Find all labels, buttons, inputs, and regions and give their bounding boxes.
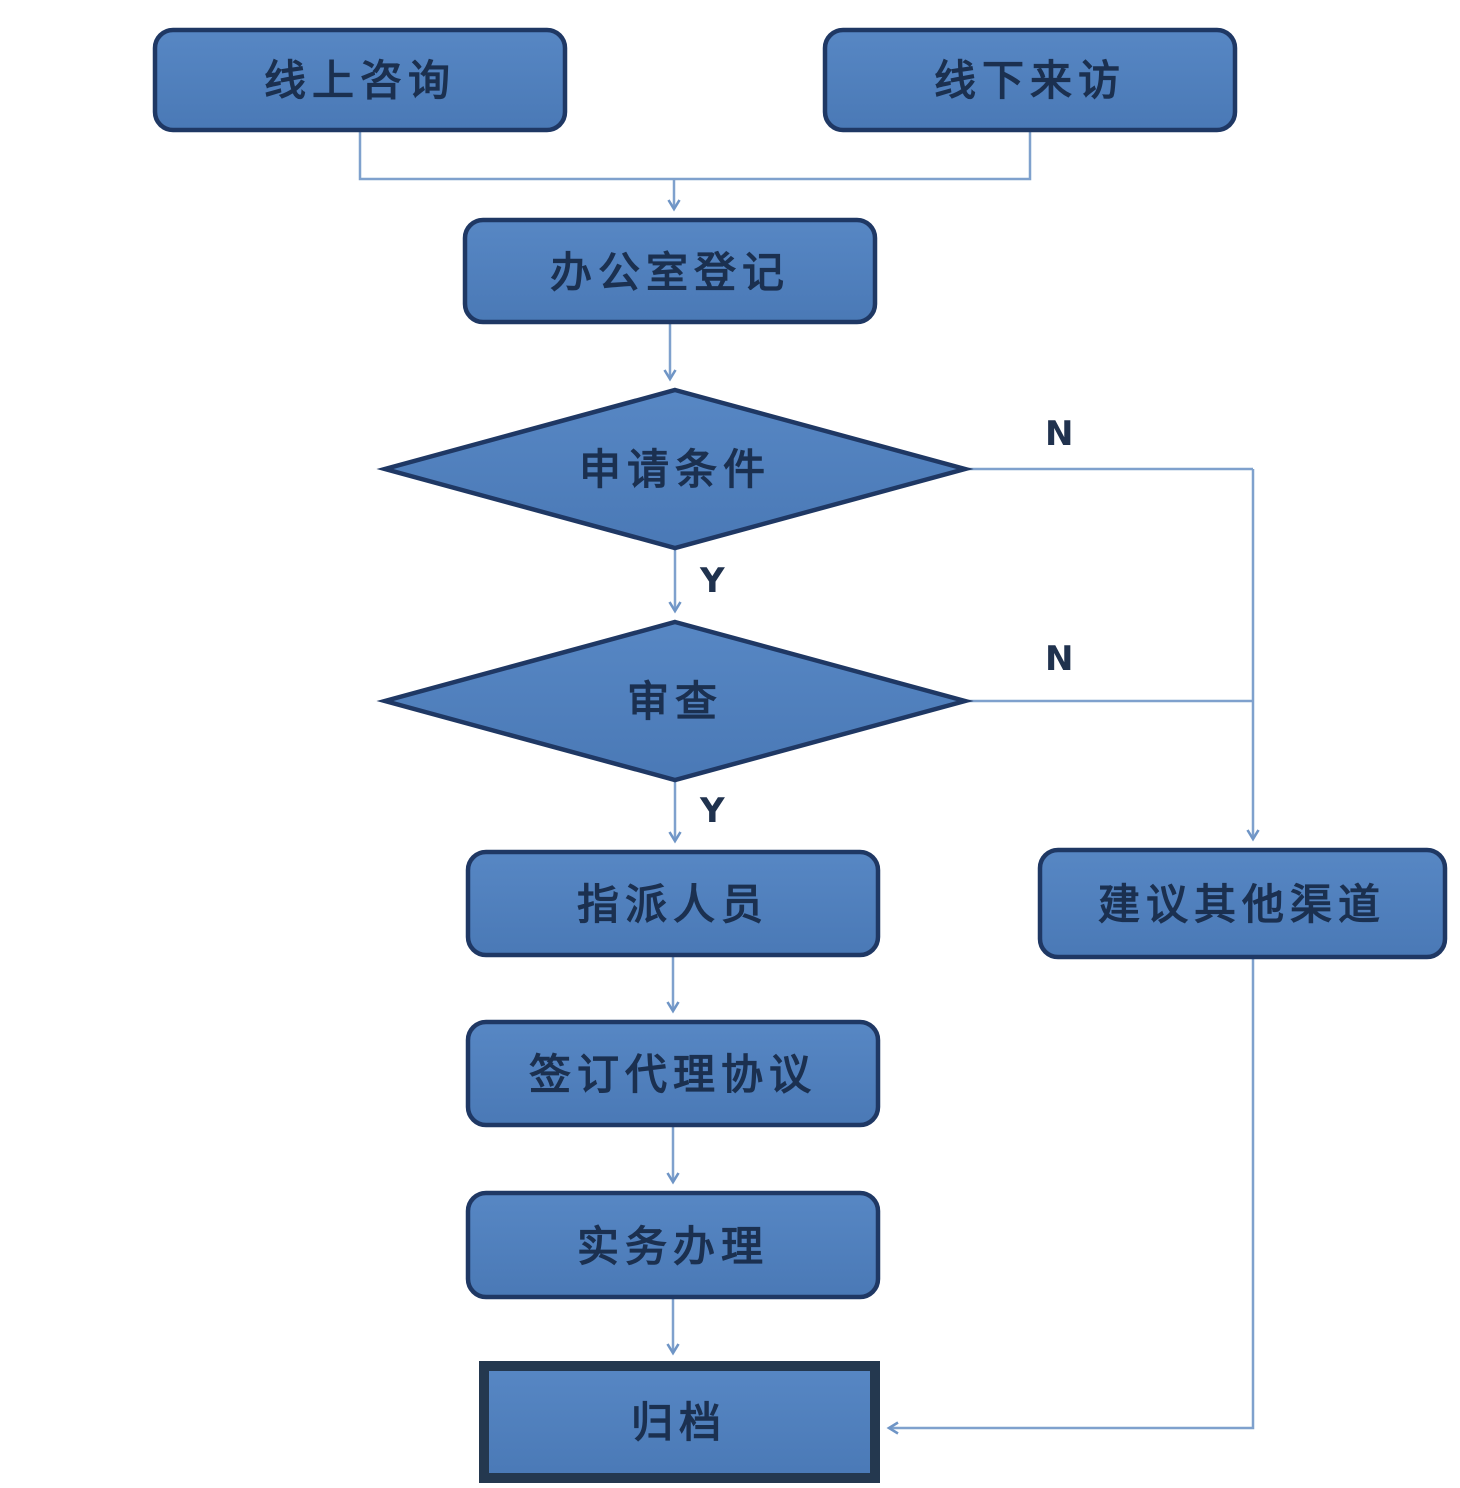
node-suggest-other-channels-shape [1037,847,1448,960]
node-offline-visit: 线下来访 [822,27,1238,133]
decision-application-conditions: 申请条件 [376,387,974,551]
node-practical-handling-shape [465,1190,881,1300]
node-offline-visit-label: 线下来访 [934,56,1126,105]
node-sign-agency-agreement-label: 签订代理协议 [529,1050,817,1099]
node-office-register: 办公室登记 [462,217,878,325]
node-assign-staff: 指派人员 [465,849,881,958]
node-offline-visit-shape [822,27,1238,133]
edge-label-review-no: N [1045,639,1073,679]
edge-label-conditions-no: N [1045,414,1073,454]
connector-suggest-to-archive [886,957,1255,1435]
decision-application-conditions-shape [376,387,974,551]
node-assign-staff-label: 指派人员 [577,880,769,929]
decision-review-label: 审查 [627,677,723,726]
node-practical-handling: 实务办理 [465,1190,881,1300]
node-assign-staff-shape [465,849,881,958]
node-archive-label: 归档 [631,1398,727,1447]
connector-merge-bracket [358,130,1032,181]
decision-application-conditions-label: 申请条件 [579,445,771,494]
node-office-register-shape [462,217,878,325]
decision-review-shape [376,619,974,783]
node-sign-agency-agreement-shape [465,1019,881,1128]
node-archive: 归档 [479,1361,880,1483]
node-online-consult-label: 线上咨询 [264,56,456,105]
edge-label-review-yes: Y [699,791,725,831]
node-sign-agency-agreement: 签订代理协议 [465,1019,881,1128]
node-suggest-other-channels-label: 建议其他渠道 [1098,880,1386,929]
node-practical-handling-label: 实务办理 [577,1222,769,1271]
node-suggest-other-channels: 建议其他渠道 [1037,847,1448,960]
edge-label-conditions-yes: Y [699,561,725,601]
node-online-consult-shape [152,27,568,133]
node-online-consult: 线上咨询 [152,27,568,133]
node-office-register-label: 办公室登记 [550,248,790,297]
node-archive-shape [479,1361,880,1483]
decision-review: 审查 [376,619,974,783]
